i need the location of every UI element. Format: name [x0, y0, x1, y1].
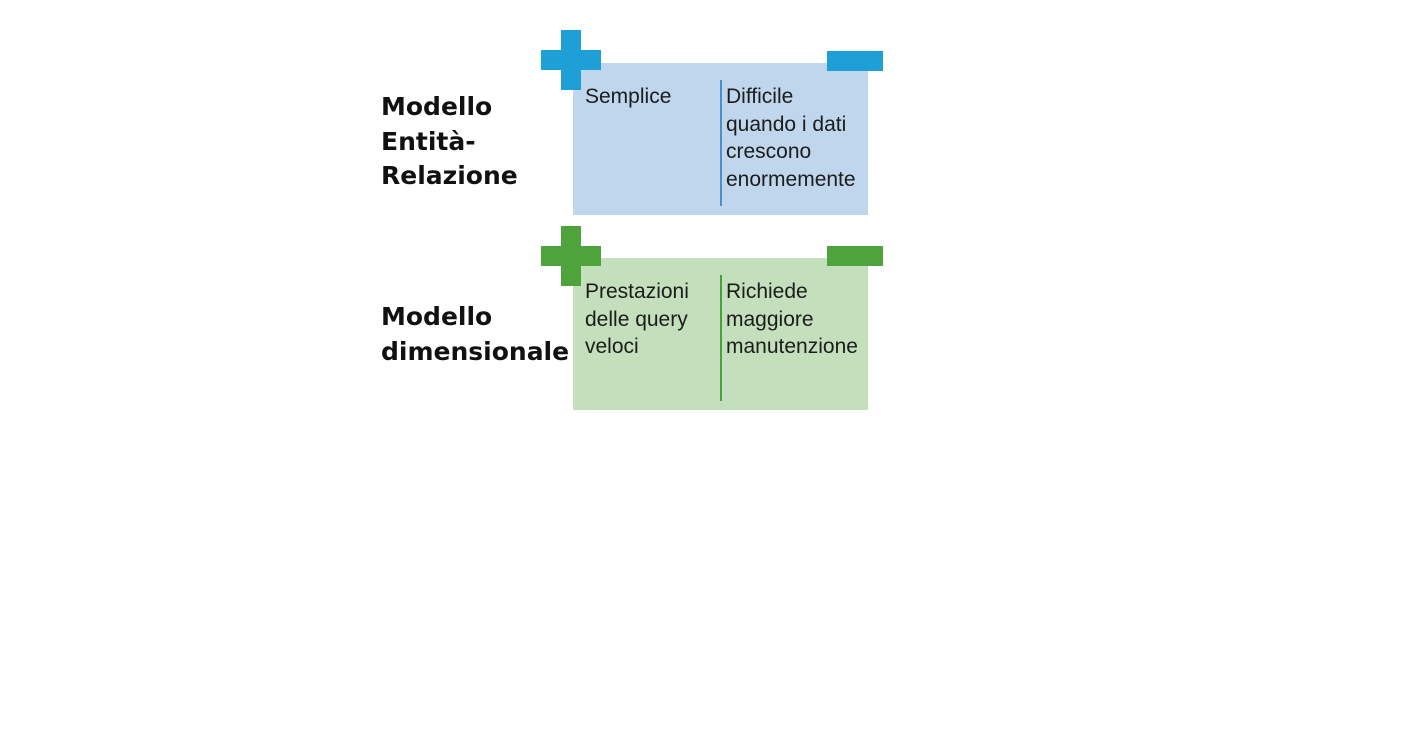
divider-line — [720, 80, 722, 206]
pros-cons-card: Semplice Difficile quando i dati crescon… — [573, 63, 868, 215]
plus-bar-horizontal — [541, 50, 601, 70]
con-text: Difficile quando i dati crescono enormem… — [726, 85, 856, 191]
plus-icon — [541, 30, 601, 90]
pros-cons-card: Prestazioni delle query veloci Richiede … — [573, 258, 868, 410]
pro-text: Prestazioni delle query veloci — [585, 280, 689, 358]
con-text: Richiede maggiore manutenzione — [726, 280, 858, 358]
divider-line — [720, 275, 722, 401]
minus-icon — [827, 51, 883, 71]
pro-text: Semplice — [585, 85, 672, 108]
minus-icon — [827, 246, 883, 266]
plus-icon — [541, 226, 601, 286]
row-title: Modello dimensionale — [381, 302, 570, 366]
row-title: Modello Entità- Relazione — [381, 92, 518, 190]
plus-bar-horizontal — [541, 246, 601, 266]
